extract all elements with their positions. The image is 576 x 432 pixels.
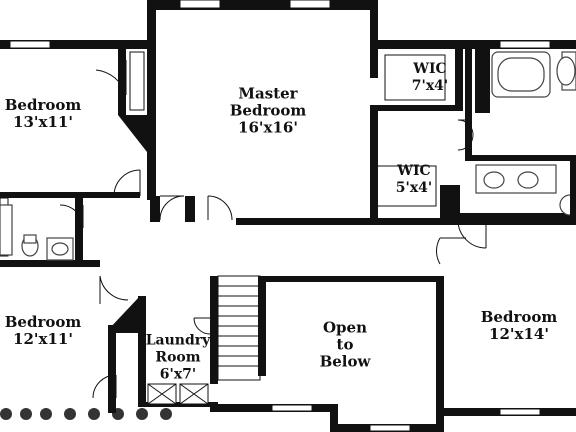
room-dims: 13'x11': [13, 113, 73, 131]
room-name: Laundry Room: [145, 332, 211, 366]
room-label-laundry-room: Laundry Room 6'x7': [146, 333, 211, 384]
room-label-wic-upper: WIC 7'x4': [412, 61, 448, 95]
room-label-wic-lower: WIC 5'x4': [396, 163, 432, 197]
windows: [9, 0, 551, 432]
room-dims: 5'x4': [395, 180, 433, 196]
room-dims: 16'x16': [238, 118, 298, 137]
watermark: [0, 408, 172, 420]
room-label-open-to-below: Open to Below: [319, 318, 371, 371]
room-name: WIC: [397, 163, 431, 179]
stairs: [217, 275, 261, 381]
room-label-bedroom-e: Bedroom 12'x14': [481, 309, 558, 343]
room-dims: 7'x4': [411, 78, 449, 94]
room-name: Bedroom: [4, 313, 82, 331]
room-label-bedroom-nw: Bedroom 13'x11': [5, 97, 82, 131]
room-dims: 12'x11': [13, 330, 73, 348]
laundry-appliances: [147, 383, 209, 405]
room-name: Master Bedroom: [229, 84, 307, 120]
room-name: Bedroom: [4, 96, 82, 114]
room-name: Bedroom: [480, 308, 558, 326]
door-swings: [59, 60, 487, 399]
room-label-bedroom-sw: Bedroom 12'x11': [5, 314, 82, 348]
room-name: WIC: [413, 61, 447, 77]
room-name: Open to Below: [319, 318, 371, 371]
closet-shelves: [0, 51, 446, 257]
room-dims: 12'x14': [489, 325, 549, 343]
room-label-master-bedroom: Master Bedroom 16'x16': [229, 84, 307, 137]
bath-fixtures: [0, 51, 576, 261]
room-dims: 6'x7': [159, 366, 197, 383]
